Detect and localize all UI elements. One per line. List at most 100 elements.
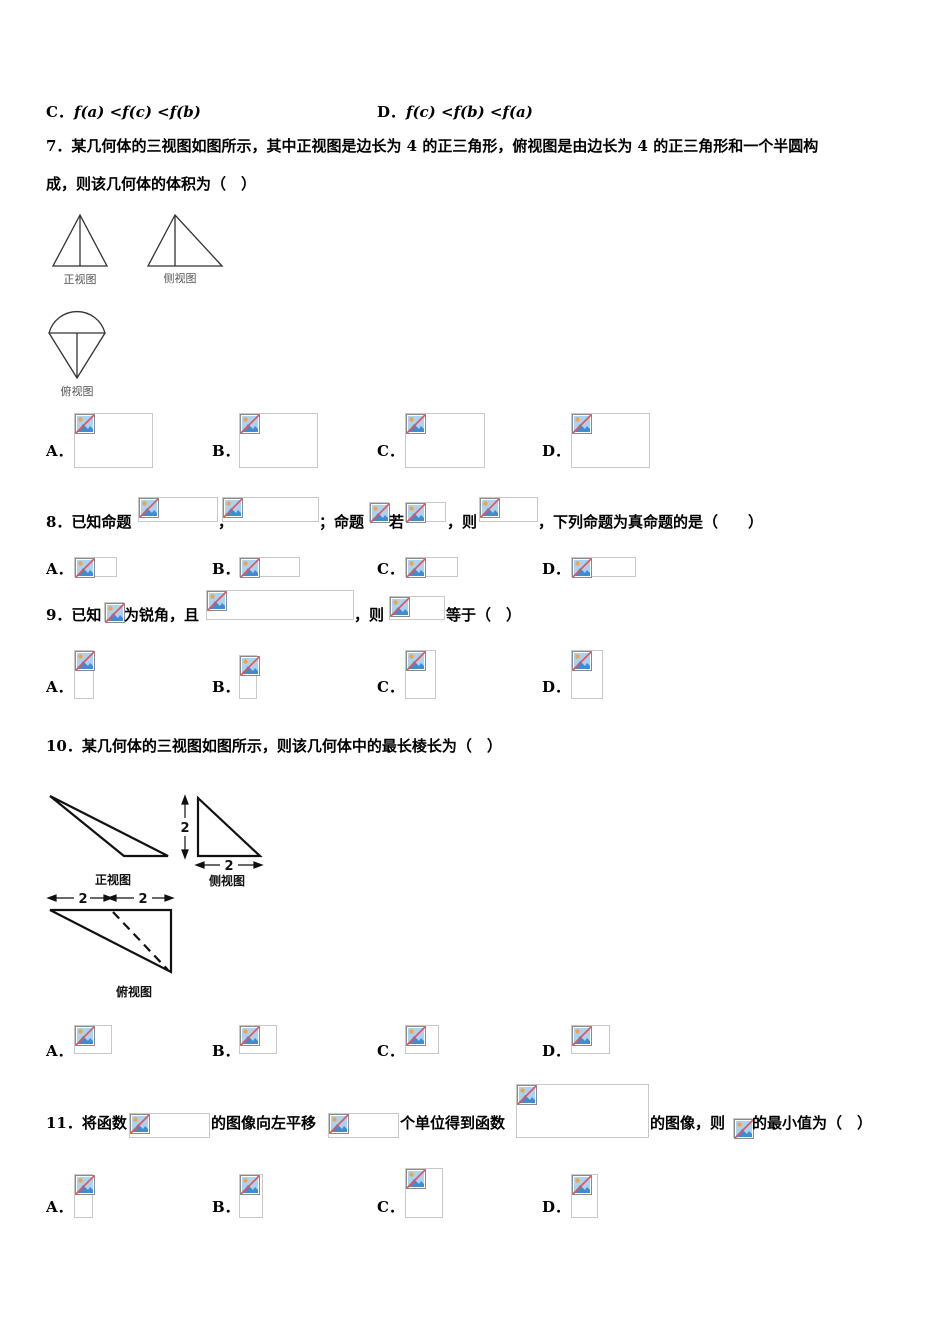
q7-option-d-image bbox=[571, 413, 650, 468]
q7-stem-line1: 7．某几何体的三视图如图所示，其中正视图是边长为 4 的正三角形，俯视图是由边长… bbox=[46, 137, 819, 155]
q11-formula-f bbox=[129, 1113, 210, 1138]
q9-formula-alpha bbox=[104, 602, 124, 622]
broken-image-icon bbox=[406, 651, 426, 671]
broken-image-icon bbox=[370, 503, 390, 523]
broken-image-icon bbox=[207, 591, 227, 611]
q7-option-d-label: D． bbox=[542, 442, 571, 460]
q9-stem-mid1: 为锐角，且 bbox=[124, 606, 200, 624]
broken-image-icon bbox=[240, 558, 260, 578]
q8-formula-p2 bbox=[222, 497, 319, 522]
q11-stem-suffix: 的最小值为（ ） bbox=[752, 1114, 873, 1132]
q9-stem-mid2: ，则 bbox=[354, 606, 385, 624]
q8-option-b-label: B． bbox=[212, 560, 240, 578]
q10-option-d-label: D． bbox=[542, 1042, 571, 1060]
q11-formula-var bbox=[733, 1118, 752, 1138]
q8-stem-prefix: 8．已知命题 bbox=[46, 513, 132, 531]
q11-option-d-image bbox=[571, 1174, 598, 1218]
q7-stem-line2: 成，则该几何体的体积为（ ） bbox=[46, 175, 257, 193]
q10-option-c-label: C． bbox=[377, 1042, 404, 1060]
broken-image-icon bbox=[240, 656, 260, 676]
q7-option-b-label: B． bbox=[212, 442, 240, 460]
q10-option-c-image bbox=[405, 1025, 439, 1054]
q9-stem-suffix: 等于（ ） bbox=[446, 606, 522, 624]
q11-option-d-label: D． bbox=[542, 1198, 571, 1216]
broken-image-icon bbox=[75, 414, 95, 434]
q10-stem: 10．某几何体的三视图如图所示，则该几何体中的最长棱长为（ ） bbox=[46, 737, 502, 755]
q9-option-a-label: A． bbox=[46, 678, 73, 696]
q10-front-view bbox=[49, 795, 169, 858]
q10-top-dim-right-label: 2 bbox=[138, 892, 147, 907]
q7-option-a-image bbox=[74, 413, 153, 468]
q8-ze: ，则 bbox=[447, 513, 478, 531]
broken-image-icon bbox=[223, 498, 243, 518]
q10-top-view-label: 俯视图 bbox=[116, 984, 152, 999]
q10-option-b-image bbox=[239, 1025, 277, 1054]
q7-three-view-figure: 正视图 侧视图 俯视图 bbox=[48, 213, 224, 398]
q9-option-b-image bbox=[239, 655, 257, 699]
broken-image-icon bbox=[406, 1026, 426, 1046]
q6-option-c-text: f(a) <f(c) <f(b) bbox=[74, 103, 201, 121]
q10-top-view bbox=[49, 908, 173, 974]
broken-image-icon bbox=[406, 1169, 426, 1189]
q11-option-b-image bbox=[239, 1174, 263, 1218]
q7-top-view bbox=[48, 310, 106, 380]
q11-option-a-image bbox=[74, 1174, 93, 1218]
q10-top-dim-left-label: 2 bbox=[78, 892, 87, 907]
q9-option-b-label: B． bbox=[212, 678, 240, 696]
q10-side-width-label: 2 bbox=[224, 859, 233, 874]
q10-front-view-label: 正视图 bbox=[95, 872, 131, 887]
q8-option-a-label: A． bbox=[46, 560, 73, 578]
q10-side-height-dimension bbox=[181, 794, 189, 860]
q6-option-d-label: D． bbox=[377, 103, 406, 121]
q7-option-c-image bbox=[405, 413, 485, 468]
q8-option-c-label: C． bbox=[377, 560, 404, 578]
q8-ruo: 若 bbox=[389, 513, 405, 531]
q7-side-view bbox=[146, 213, 224, 267]
broken-image-icon bbox=[517, 1085, 537, 1105]
q7-top-view-label: 俯视图 bbox=[61, 384, 94, 398]
broken-image-icon bbox=[139, 498, 159, 518]
q8-option-d-image bbox=[571, 557, 636, 577]
q7-option-a-label: A． bbox=[46, 442, 73, 460]
broken-image-icon bbox=[240, 1026, 260, 1046]
q8-option-d-label: D． bbox=[542, 560, 571, 578]
q8-stem-suffix: ，下列命题为真命题的是（ ） bbox=[538, 513, 764, 531]
q11-option-c-image bbox=[405, 1168, 443, 1218]
q8-formula-cond bbox=[405, 502, 446, 522]
broken-image-icon bbox=[572, 414, 592, 434]
q10-top-width-dimensions bbox=[46, 894, 175, 902]
q9-option-a-image bbox=[74, 650, 94, 699]
broken-image-icon bbox=[572, 558, 592, 578]
broken-image-icon bbox=[480, 498, 500, 518]
q8-semicolon-prop: ；命题 bbox=[319, 513, 365, 531]
broken-image-icon bbox=[105, 603, 125, 623]
q10-side-height-label: 2 bbox=[180, 821, 189, 836]
broken-image-icon bbox=[130, 1114, 150, 1134]
q10-option-a-image bbox=[74, 1025, 112, 1054]
q10-side-width-dimension bbox=[194, 861, 264, 869]
q9-option-d-label: D． bbox=[542, 678, 571, 696]
q11-option-b-label: B． bbox=[212, 1198, 240, 1216]
q10-option-d-image bbox=[571, 1025, 610, 1054]
q9-formula-target bbox=[389, 596, 445, 620]
q11-formula-g bbox=[516, 1084, 649, 1138]
broken-image-icon bbox=[240, 1175, 260, 1195]
broken-image-icon bbox=[572, 651, 592, 671]
q7-option-b-image bbox=[239, 413, 318, 468]
broken-image-icon bbox=[75, 1175, 95, 1195]
q8-option-b-image bbox=[239, 557, 300, 577]
q6-option-d-text: f(c) <f(b) <f(a) bbox=[406, 103, 533, 121]
q8-formula-concl bbox=[479, 497, 538, 522]
q9-option-c-image bbox=[405, 650, 436, 699]
broken-image-icon bbox=[390, 597, 410, 617]
q11-option-c-label: C． bbox=[377, 1198, 404, 1216]
q6-option-c-label: C． bbox=[46, 103, 73, 121]
broken-image-icon bbox=[406, 503, 426, 523]
q11-stem-mid1: 的图像向左平移 bbox=[211, 1114, 317, 1132]
q11-option-a-label: A． bbox=[46, 1198, 73, 1216]
q11-formula-shift bbox=[328, 1113, 399, 1138]
q10-side-view-label: 侧视图 bbox=[209, 873, 245, 888]
broken-image-icon bbox=[572, 1175, 592, 1195]
q9-formula-condition bbox=[206, 590, 354, 620]
q8-formula-p bbox=[138, 497, 218, 522]
